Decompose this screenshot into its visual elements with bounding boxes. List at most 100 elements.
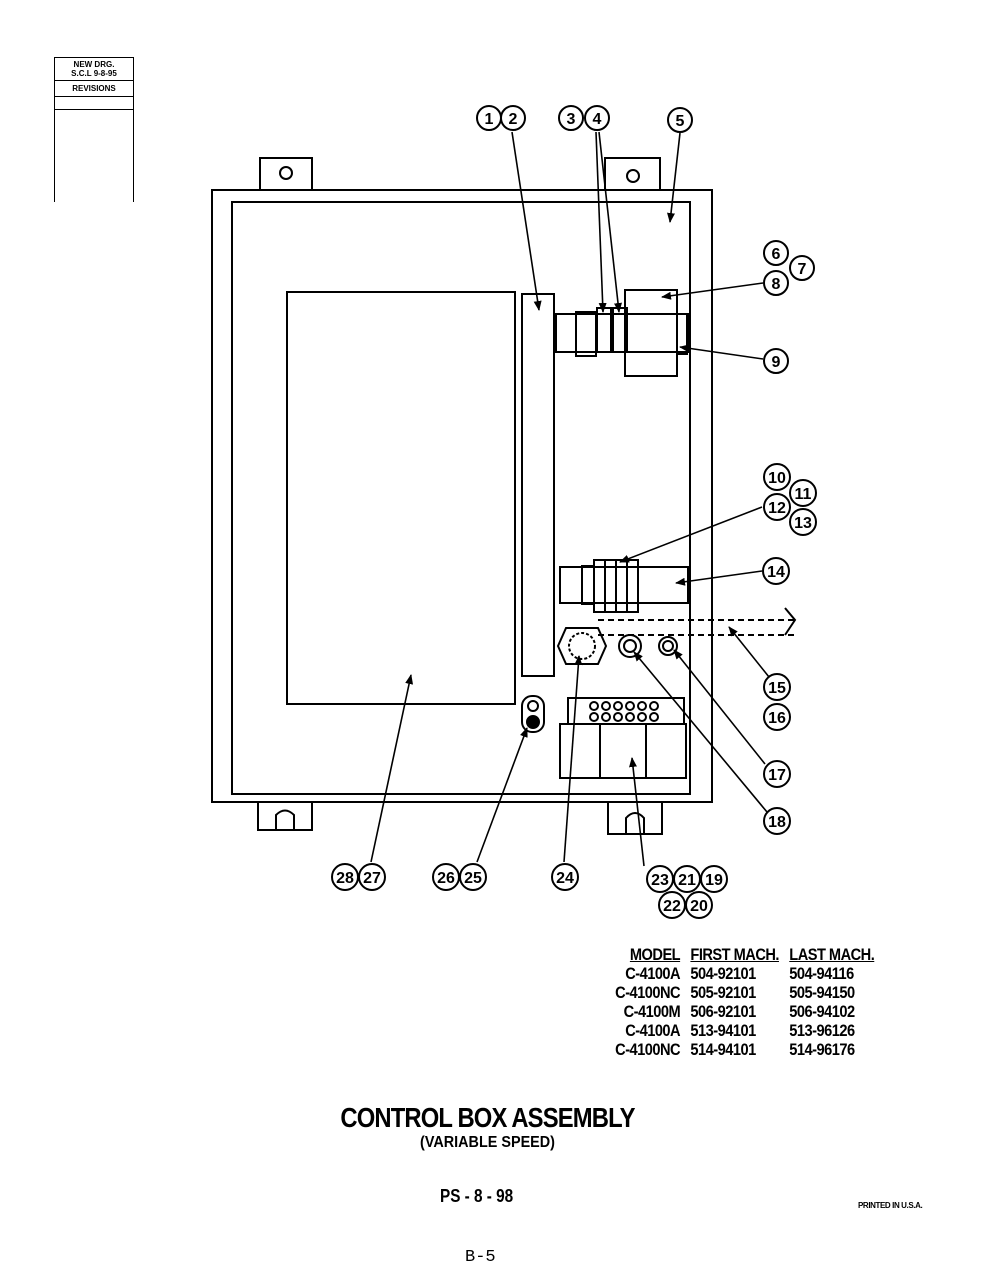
callout-12: 12 bbox=[763, 493, 791, 521]
svg-text:21: 21 bbox=[678, 872, 696, 889]
svg-text:14: 14 bbox=[767, 564, 785, 581]
relay-module bbox=[624, 289, 678, 377]
table-row: C-4100A 513-94101 513-96126 bbox=[610, 1021, 879, 1040]
enclosure-inner-wall bbox=[231, 201, 691, 795]
model-cell: C-4100A bbox=[625, 1021, 681, 1040]
model-table-header: MODEL FIRST MACH. LAST MACH. bbox=[610, 945, 879, 964]
document-code: PS - 8 - 98 bbox=[440, 1186, 514, 1206]
svg-text:16: 16 bbox=[768, 710, 786, 727]
callout-6: 6 bbox=[763, 240, 789, 266]
svg-text:13: 13 bbox=[794, 515, 812, 532]
header-last-mach: LAST MACH. bbox=[789, 945, 875, 964]
callout-26: 26 bbox=[432, 863, 460, 891]
callout-11: 11 bbox=[789, 479, 817, 507]
callout-17: 17 bbox=[763, 760, 791, 788]
model-serial-table: MODEL FIRST MACH. LAST MACH. C-4100A 504… bbox=[610, 945, 879, 1059]
rail-end-stop bbox=[676, 313, 688, 355]
model-cell: C-4100NC bbox=[615, 1040, 681, 1059]
leader-17 bbox=[673, 649, 766, 765]
svg-text:18: 18 bbox=[768, 814, 786, 831]
top-left-mounting-hole bbox=[279, 166, 293, 180]
svg-text:8: 8 bbox=[772, 276, 781, 293]
svg-text:4: 4 bbox=[593, 111, 602, 128]
leader-18 bbox=[633, 651, 768, 813]
svg-text:23: 23 bbox=[651, 872, 669, 889]
first-mach-cell: 514-94101 bbox=[690, 1040, 756, 1059]
bottom-left-mounting-tab bbox=[257, 802, 313, 831]
first-mach-cell: 505-92101 bbox=[690, 983, 756, 1002]
new-drawing-label: NEW DRG. bbox=[73, 60, 115, 69]
printed-note: PRINTED IN U.S.A. bbox=[858, 1201, 923, 1210]
leader-1-2 bbox=[511, 131, 542, 311]
leader-3-4b bbox=[598, 131, 622, 313]
header-first-mach: FIRST MACH. bbox=[690, 945, 779, 964]
first-mach-cell: 506-92101 bbox=[690, 1002, 756, 1021]
top-right-mounting-hole bbox=[626, 169, 640, 183]
callout-20: 20 bbox=[685, 891, 713, 919]
bottom-right-mounting-tab bbox=[607, 802, 663, 835]
leader-6-7-8 bbox=[661, 282, 764, 300]
callout-balloons: 1 2 3 4 5 6 7 8 9 10 11 12 13 14 15 16 1… bbox=[331, 105, 817, 919]
svg-text:9: 9 bbox=[772, 354, 781, 371]
page-title: CONTROL BOX ASSEMBLY bbox=[340, 1102, 635, 1133]
header-model: MODEL bbox=[629, 945, 681, 964]
svg-text:17: 17 bbox=[768, 767, 786, 784]
cord-grip-fitting-medium bbox=[618, 634, 642, 658]
svg-text:25: 25 bbox=[464, 870, 482, 887]
variable-speed-drive bbox=[286, 291, 516, 705]
callout-13: 13 bbox=[789, 508, 817, 536]
svg-text:26: 26 bbox=[437, 870, 455, 887]
rail-end-clamp-left bbox=[575, 311, 597, 357]
first-mach-cell: 513-94101 bbox=[690, 1021, 756, 1040]
svg-text:28: 28 bbox=[336, 870, 354, 887]
svg-text:3: 3 bbox=[567, 111, 576, 128]
svg-text:22: 22 bbox=[663, 898, 681, 915]
terminal-strip-bank bbox=[567, 697, 685, 725]
ground-lug bbox=[521, 695, 545, 733]
leader-3-4a bbox=[595, 131, 607, 313]
callout-25: 25 bbox=[459, 863, 487, 891]
top-left-mounting-tab bbox=[259, 157, 313, 190]
svg-text:11: 11 bbox=[795, 486, 812, 503]
enclosure bbox=[211, 157, 797, 835]
svg-text:12: 12 bbox=[768, 500, 786, 517]
terminal-din-rail bbox=[559, 566, 689, 604]
callout-3: 3 bbox=[558, 105, 584, 131]
terminal-screws bbox=[589, 701, 659, 722]
svg-text:1: 1 bbox=[485, 111, 494, 128]
revisions-header: REVISIONS bbox=[55, 81, 133, 97]
revision-new-drawing: NEW DRG. S.C.L 9-8-95 bbox=[55, 58, 133, 81]
wire-duct bbox=[521, 293, 555, 677]
leader-10-13 bbox=[619, 506, 763, 563]
last-mach-cell: 514-96176 bbox=[789, 1040, 855, 1059]
table-row: C-4100A 504-92101 504-94116 bbox=[610, 964, 879, 983]
leader-25-26 bbox=[476, 727, 528, 863]
callout-27: 27 bbox=[358, 863, 386, 891]
table-row: C-4100NC 505-92101 505-94150 bbox=[610, 983, 879, 1002]
last-mach-cell: 504-94116 bbox=[789, 964, 854, 983]
callout-16: 16 bbox=[763, 703, 791, 731]
cable-exit-arrow bbox=[784, 607, 797, 636]
table-row: C-4100M 506-92101 506-94102 bbox=[610, 1002, 879, 1021]
page-subtitle: (VARIABLE SPEED) bbox=[420, 1134, 555, 1151]
revision-blank-row bbox=[55, 97, 133, 110]
model-cell: C-4100M bbox=[623, 1002, 681, 1021]
terminal-end-clamp bbox=[581, 565, 595, 605]
callout-24: 24 bbox=[551, 863, 579, 891]
top-right-mounting-tab bbox=[604, 157, 661, 190]
last-mach-cell: 505-94150 bbox=[789, 983, 855, 1002]
leader-24 bbox=[563, 655, 583, 863]
svg-text:2: 2 bbox=[509, 111, 518, 128]
last-mach-cell: 506-94102 bbox=[789, 1002, 855, 1021]
scale-date-label: S.C.L 9-8-95 bbox=[71, 69, 117, 78]
cord-grip-fitting-small bbox=[658, 636, 678, 656]
svg-text:20: 20 bbox=[690, 898, 708, 915]
callout-4: 4 bbox=[584, 105, 610, 131]
leader-5 bbox=[667, 132, 681, 223]
model-cell: C-4100NC bbox=[615, 983, 681, 1002]
callout-2: 2 bbox=[500, 105, 526, 131]
callout-7: 7 bbox=[789, 255, 815, 281]
svg-text:7: 7 bbox=[798, 261, 807, 278]
svg-text:19: 19 bbox=[705, 872, 723, 889]
